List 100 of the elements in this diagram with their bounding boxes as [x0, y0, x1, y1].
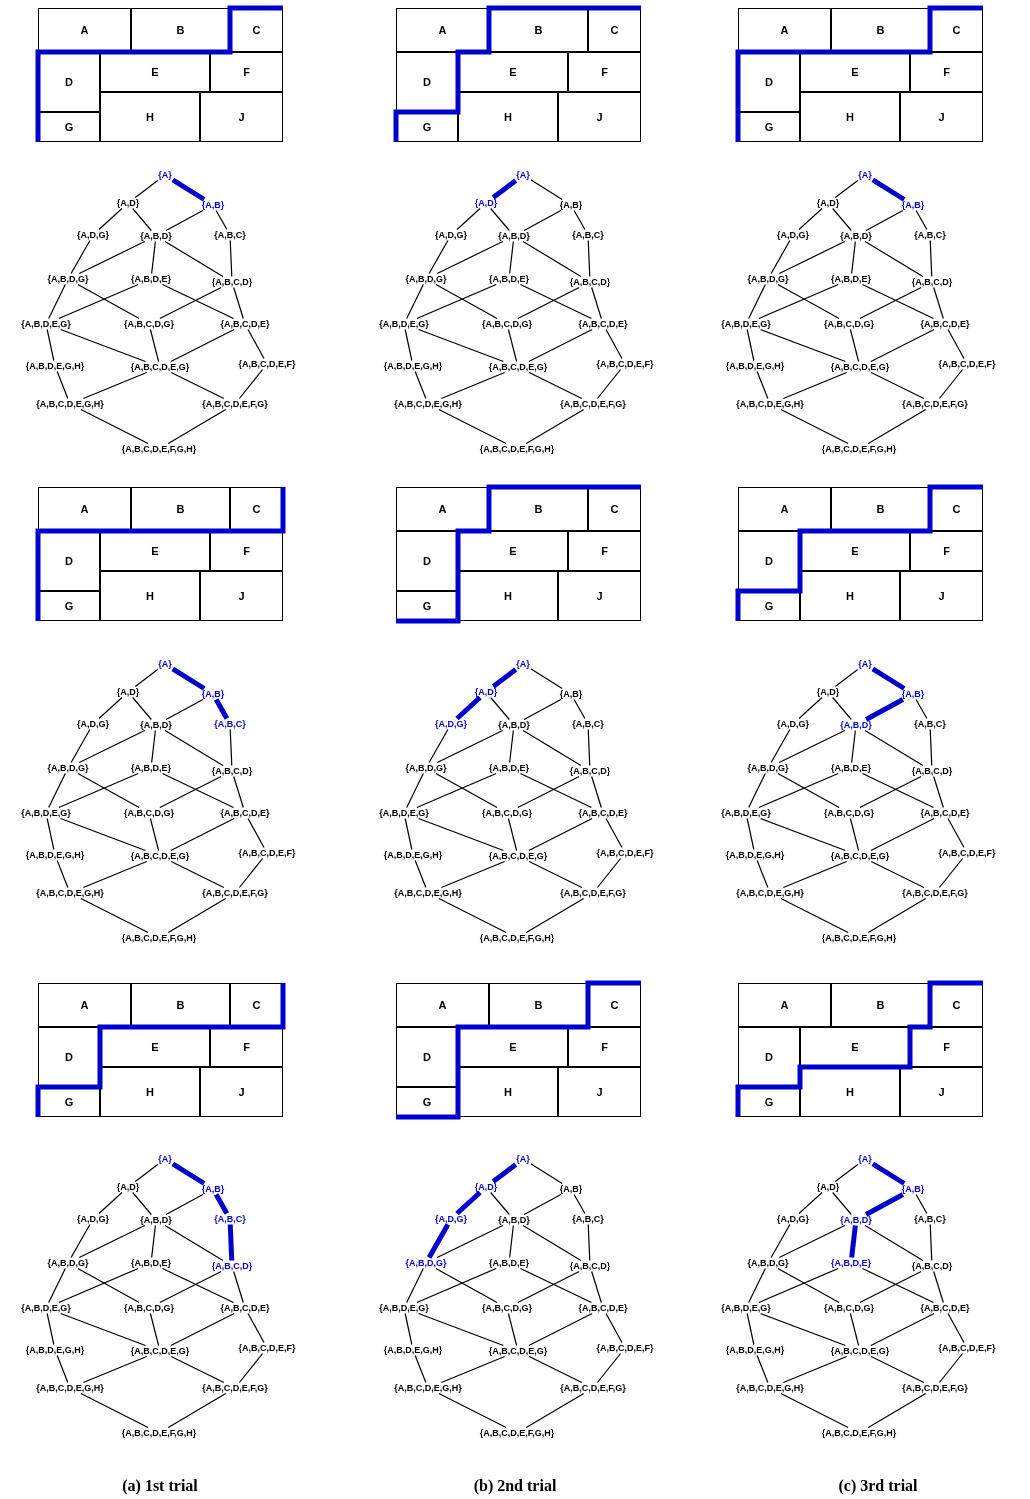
set-label: {A,B}	[900, 199, 926, 211]
lattice-edge	[170, 328, 235, 363]
set-label: {A,B,C,D,E,F,G}	[559, 398, 627, 410]
lattice-edge	[938, 857, 964, 889]
set-label: {A,B,C,D,E,G,H}	[735, 398, 805, 410]
lattice-edge	[490, 1191, 510, 1216]
lattice-edge	[933, 286, 944, 320]
set-label: {A,B,D,G}	[404, 1257, 448, 1269]
set-label: {A,B,C,D,E}	[577, 807, 629, 819]
lattice-edge	[165, 1193, 204, 1216]
lattice-edge	[159, 1270, 222, 1304]
lattice-edge	[56, 1354, 69, 1384]
set-label: {A,B,C,D,E,F,G,H}	[478, 1427, 556, 1439]
lattice-edge	[48, 772, 66, 809]
set-label: {A,B,C}	[571, 229, 605, 241]
lattice-edge	[780, 408, 849, 445]
lattice-edge	[573, 1193, 586, 1215]
set-label: {A,B,D,E}	[830, 762, 872, 774]
lattice-edge	[151, 729, 156, 764]
grid-cell: J	[200, 1067, 283, 1117]
grid-cell: F	[568, 531, 641, 571]
set-label: {A,B,C,D,E,F}	[237, 847, 297, 859]
grid-cell: E	[800, 52, 910, 92]
lattice-edge	[132, 696, 152, 721]
lattice-edge	[760, 817, 846, 852]
lattice-edge	[134, 1163, 159, 1183]
grid-cell: A	[738, 983, 831, 1027]
set-label: {A,B,D}	[497, 719, 531, 731]
set-label: {A,D}	[473, 197, 499, 209]
lattice-edge	[507, 817, 518, 852]
set-label: {A,B,C,D}	[210, 276, 254, 288]
set-label: {A,B,C,D,E}	[577, 318, 629, 330]
grid-cell: A	[738, 487, 831, 531]
lattice-edge	[746, 817, 755, 851]
grid-cell: A	[396, 983, 489, 1027]
grid-cell: A	[396, 8, 489, 52]
lattice-edge	[82, 371, 148, 400]
lattice-edge	[165, 209, 204, 232]
set-label: {A,B,D,E,G,H}	[724, 360, 786, 372]
set-label: {A,B,D,E,G}	[378, 1302, 430, 1314]
grid-cell: B	[831, 8, 930, 52]
lattice-edge	[46, 328, 55, 362]
lattice-edge	[428, 728, 449, 764]
set-label: {A,B,C,D,E,G}	[129, 1345, 191, 1357]
lattice-edge	[587, 239, 591, 278]
lattice-edge	[780, 897, 849, 934]
highlighted-edge	[864, 697, 905, 722]
lattice-edge	[525, 897, 585, 934]
lattice-edge	[490, 696, 510, 721]
lattice-edge	[519, 772, 593, 809]
lattice-edge	[915, 698, 928, 720]
grid-cell: H	[800, 1067, 900, 1117]
set-label: {A,D}	[473, 1181, 499, 1193]
lattice-edge	[760, 1312, 846, 1347]
set-label: {A}	[515, 169, 531, 181]
lattice-edge	[435, 1267, 498, 1304]
grid-cell: F	[568, 52, 641, 92]
highlighted-edge	[491, 178, 518, 200]
lattice-edge	[416, 283, 497, 320]
lattice-edge	[758, 283, 839, 320]
set-label: {A,B,C,D,E,G,H}	[735, 1382, 805, 1394]
lattice-edge	[80, 1392, 149, 1429]
set-label: {A,B,D,G}	[404, 273, 448, 285]
set-label: {A,B,C,D,E}	[219, 318, 271, 330]
lattice-edge	[870, 328, 935, 363]
lattice-edge	[864, 1224, 924, 1262]
set-label: {A}	[157, 658, 173, 670]
lattice-edge	[870, 1355, 925, 1384]
set-label: {A,B,C,D,E}	[219, 1302, 271, 1314]
set-label: {A,B,D}	[139, 230, 173, 242]
lattice-edge	[507, 1312, 518, 1347]
grid-cell: A	[38, 487, 131, 531]
lattice-edge	[861, 1267, 935, 1304]
lattice-edge	[233, 1270, 244, 1304]
lattice-edge	[436, 240, 504, 275]
grid-cell: E	[800, 1027, 910, 1067]
lattice-edge	[404, 328, 413, 362]
set-label: {A,B,D}	[497, 1214, 531, 1226]
lattice-edge	[933, 1270, 944, 1304]
lattice-edge	[798, 696, 823, 720]
lattice-edge	[238, 857, 264, 889]
lattice-edge	[777, 772, 840, 809]
lattice-edge	[414, 370, 427, 400]
lattice-edge	[573, 209, 586, 231]
lattice-edge	[98, 696, 123, 720]
lattice-edge	[170, 371, 225, 400]
set-label: {A,B,D,E,G,H}	[724, 849, 786, 861]
lattice-edge	[417, 817, 505, 852]
grid-cell: D	[396, 531, 458, 591]
lattice-edge	[77, 772, 140, 809]
set-label: {A,B,D}	[139, 1214, 173, 1226]
lattice-edge	[517, 775, 580, 809]
grid-cell: H	[458, 92, 558, 142]
lattice-edge	[861, 772, 935, 809]
set-label: {A,B,D,E,G}	[20, 318, 72, 330]
set-label: {A,B,D,G}	[46, 1257, 90, 1269]
lattice-edge	[947, 817, 965, 849]
set-label: {A,D}	[115, 686, 141, 698]
lattice-edge	[758, 1267, 839, 1304]
set-label: {A,B,C,D,E,F}	[937, 847, 997, 859]
